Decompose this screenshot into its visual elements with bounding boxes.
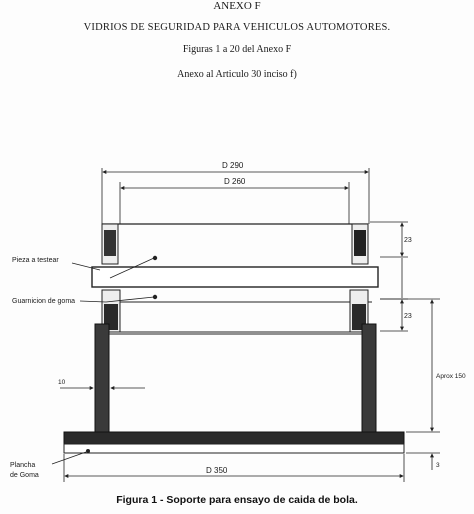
- dimension-plate-thickness: 3: [436, 462, 440, 469]
- figure-caption: Figura 1 - Soporte para ensayo de caida …: [116, 494, 358, 506]
- article-reference: Anexo al Articulo 30 inciso f): [177, 69, 297, 80]
- label-rubber-plate-line1: Plancha: [10, 462, 35, 469]
- document-title: VIDRIOS DE SEGURIDAD PARA VEHICULOS AUTO…: [83, 22, 391, 33]
- dimension-gasket-height: 23: [404, 313, 412, 320]
- dimension-wall-thickness: 10: [58, 379, 66, 386]
- dimension-inner-diameter: D 260: [224, 177, 246, 186]
- upper-ring: [101, 223, 369, 265]
- figures-subtitle: Figuras 1 a 20 del Anexo F: [182, 44, 292, 55]
- base-plate: [63, 431, 405, 454]
- annex-heading: ANEXO F: [213, 0, 261, 12]
- dimension-top-ring-height: 23: [404, 237, 412, 244]
- label-rubber-gasket: Guarnicion de goma: [12, 298, 75, 305]
- dimension-lines: [51, 168, 440, 482]
- label-test-piece: Pieza a testear: [12, 257, 59, 264]
- dimension-base-diameter: D 350: [206, 466, 228, 475]
- label-rubber-plate-line2: de Goma: [10, 472, 39, 479]
- leader-dots: [86, 255, 158, 453]
- dimension-support-height: Aprox 150: [436, 373, 466, 380]
- rubber-gasket: [101, 289, 372, 333]
- dimension-outer-diameter: D 290: [222, 161, 244, 170]
- support-body: [94, 323, 377, 435]
- test-piece: [91, 266, 379, 288]
